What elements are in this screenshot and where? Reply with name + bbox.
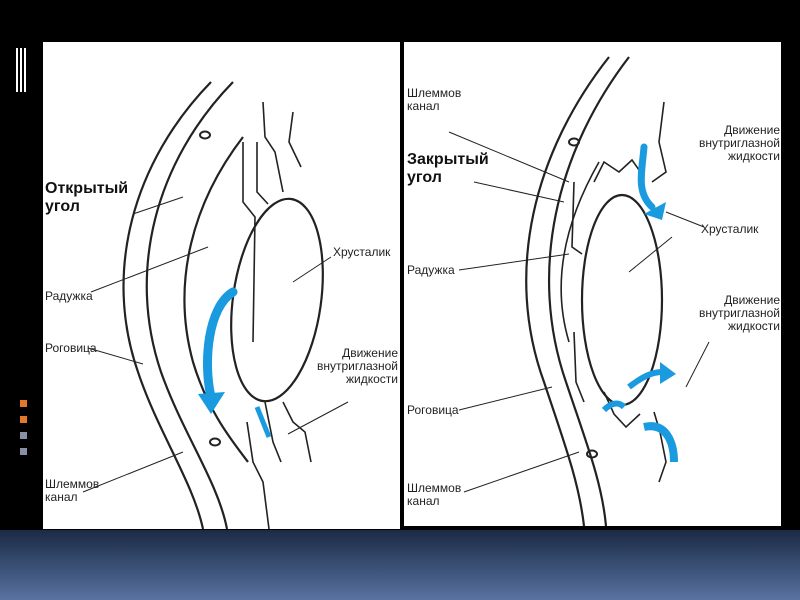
fluid-flow-arrow-icon [198,287,272,438]
pointer-line-icon [287,401,349,435]
decor-square [20,400,27,407]
label-schlemm-top: Шлеммов канал [407,86,462,113]
cornea-inner2 [183,136,249,463]
pointer-line-icon [132,196,184,215]
pointer-line-icon [292,256,332,283]
closed-angle-drawing [448,56,710,526]
label-fluid-top: Движение внутриглазной жидкости [698,123,780,163]
schlemm-canal-icon [568,137,580,147]
open-angle-diagram: Открытый угол Радужка Роговица Шлеммов к… [43,42,400,529]
decor-square [20,416,27,423]
schlemm-canal-icon [209,437,221,447]
label-iris: Радужка [45,289,93,303]
pointer-line-icon [463,451,580,493]
label-open-angle: Открытый угол [45,180,129,215]
label-fluid: Движение внутриглазной жидкости [316,346,398,386]
pointer-line-icon [448,131,570,183]
cornea-inner2 [560,161,600,343]
pointer-line-icon [458,386,553,411]
open-angle-drawing [82,81,349,529]
pointer-line-icon [628,236,673,273]
label-cornea: Роговица [407,403,459,417]
pointer-line-icon [473,181,565,203]
decor-square [20,432,27,439]
pointer-line-icon [458,253,570,271]
pointer-line-icon [90,246,209,293]
pointer-line-icon [665,211,705,228]
fluid-flow-arrow-icon [601,143,678,463]
label-closed-angle: Закрытый угол [407,151,489,186]
closed-angle-diagram: Шлеммов канал Закрытый угол Радужка Рого… [404,42,781,526]
label-cornea: Роговица [45,341,97,355]
label-fluid-bottom: Движение внутриглазной жидкости [698,293,780,333]
label-iris: Радужка [407,263,455,277]
bottom-gradient-band [0,530,800,600]
decor-square [20,448,27,455]
decor-stripes [16,48,26,92]
label-lens: Хрусталик [701,222,759,236]
left-decor-strip [0,0,34,600]
pointer-line-icon [82,451,184,493]
cornea-inner [145,81,234,529]
cornea-outer [122,81,212,529]
label-lens: Хрусталик [333,245,391,259]
pointer-line-icon [685,341,710,388]
schlemm-canal-icon [586,449,598,459]
cornea-inner [547,56,630,526]
schlemm-canal-icon [199,130,211,140]
label-schlemm: Шлеммов канал [45,477,100,504]
cornea-outer [525,56,610,526]
label-schlemm-bottom: Шлеммов канал [407,481,462,508]
pointer-line-icon [87,347,144,365]
